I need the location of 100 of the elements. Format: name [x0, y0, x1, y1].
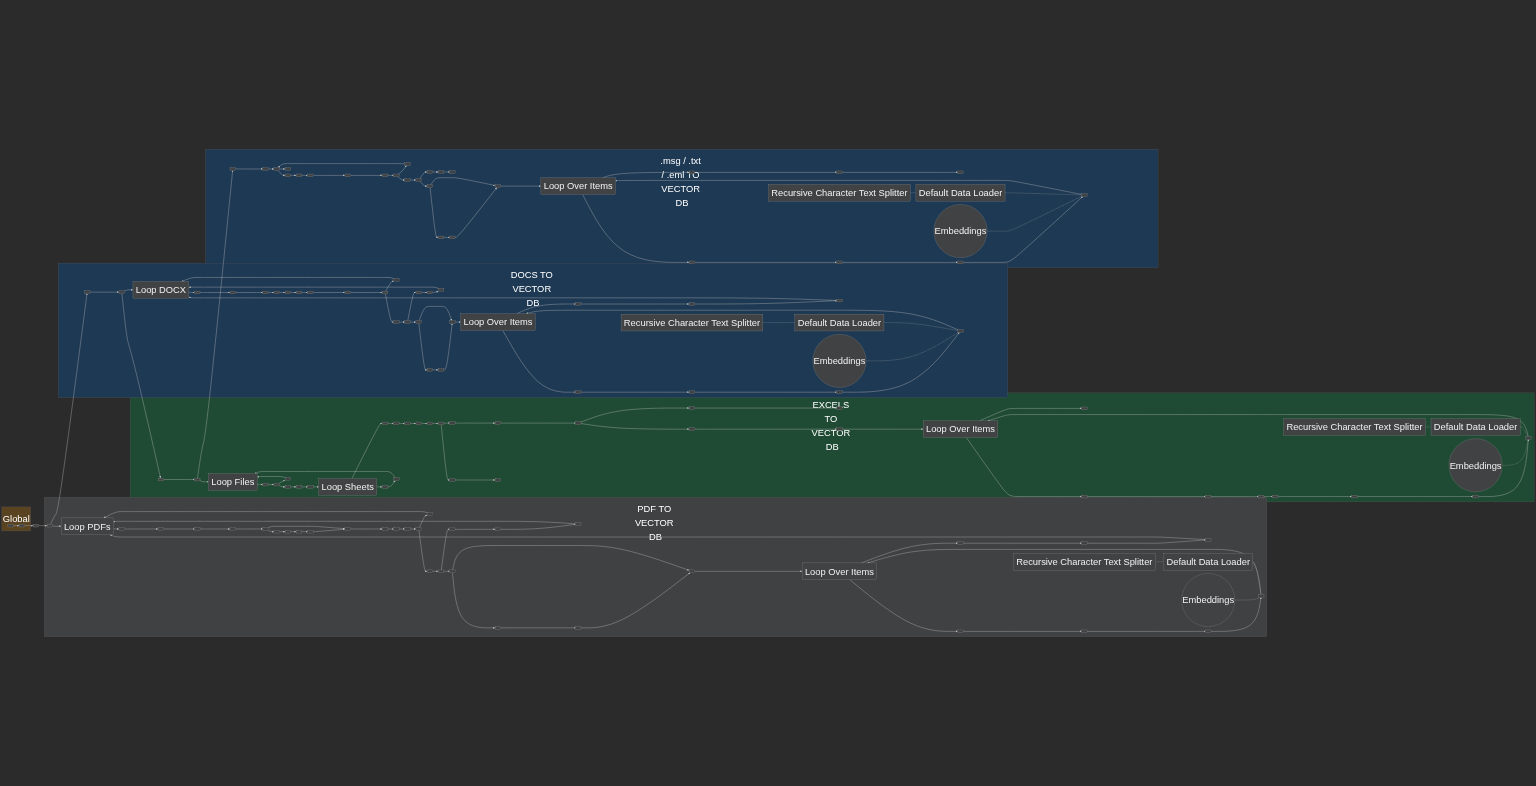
node-box: [382, 421, 389, 425]
cluster: Global: [1, 506, 31, 532]
connector: [986, 196, 1082, 232]
node-box: [438, 170, 445, 174]
node-box: [382, 290, 389, 294]
node-box: [1081, 629, 1088, 633]
node-box: [46, 524, 53, 528]
node-box: [495, 184, 501, 188]
node-box: [957, 541, 964, 545]
node-box: [1258, 495, 1265, 499]
node-box: [575, 522, 582, 526]
node-box: [84, 290, 91, 294]
node-box: [1205, 538, 1212, 542]
node-box: [689, 260, 695, 264]
node-box: Default Data Loader: [1430, 418, 1521, 436]
node-box: Loop Over Items: [923, 420, 998, 438]
node-box: [438, 421, 445, 425]
node-box: [836, 260, 843, 264]
node-box: [262, 483, 269, 487]
node-box: [836, 427, 843, 431]
node-box: [404, 421, 411, 425]
node-box: [1525, 436, 1532, 440]
node-box: Default Data Loader: [915, 184, 1006, 202]
node-box: [296, 173, 303, 177]
node-box: [1081, 541, 1088, 545]
node-box: [404, 162, 411, 166]
node-box: Recursive Character Text Splitter: [1283, 418, 1426, 436]
node-box: [449, 527, 456, 531]
node-box: [427, 170, 433, 174]
node-box: [1081, 495, 1088, 499]
node-circle: Embeddings: [1448, 438, 1503, 492]
node-box: [438, 569, 445, 573]
node-box: [393, 320, 400, 324]
node-box: [307, 173, 314, 177]
node-box: [1472, 495, 1479, 499]
node-box: [382, 527, 389, 531]
node-box: [689, 569, 695, 573]
node-box: [404, 178, 411, 182]
node-box: [285, 290, 291, 294]
node-box: [575, 421, 582, 425]
node-box: [438, 368, 445, 372]
node-box: Loop Over Items: [460, 313, 536, 331]
node-box: Loop Files: [208, 473, 258, 491]
node-box: [689, 390, 695, 394]
node-box: [194, 527, 201, 531]
node-box: [575, 390, 582, 394]
node-box: [229, 290, 236, 294]
node-box: [7, 524, 14, 528]
connector: [1502, 439, 1529, 466]
node-box: [229, 167, 236, 171]
node-box: [427, 421, 433, 425]
node-box: [449, 421, 456, 425]
node-box: [285, 173, 291, 177]
node-box: [344, 290, 351, 294]
node-box: [1351, 495, 1358, 499]
node-box: [1205, 495, 1212, 499]
node-box: [404, 320, 411, 324]
node-box: [285, 485, 291, 489]
node-box: [393, 477, 400, 481]
node-box: [296, 530, 303, 534]
node-box: [957, 260, 964, 264]
node-box: [427, 569, 433, 573]
node-circle: Embeddings: [933, 204, 988, 258]
node-box: [495, 626, 501, 630]
node-box: [194, 290, 201, 294]
node-box: [32, 524, 39, 528]
node-box: Loop DOCX: [132, 281, 189, 299]
node-box: [427, 512, 433, 516]
node-box: [575, 302, 582, 306]
connector: [1252, 561, 1262, 595]
node-box: [273, 167, 280, 171]
node-box: [689, 427, 695, 431]
node-box: [285, 530, 291, 534]
node-box: Loop Over Items: [802, 562, 877, 580]
node-box: Loop PDFs: [60, 517, 114, 535]
node-box: Recursive Character Text Splitter: [768, 184, 911, 202]
node-box: [415, 178, 422, 182]
node-box: [689, 406, 695, 410]
node-box: [307, 485, 314, 489]
node-box: [689, 170, 695, 174]
node-box: Recursive Character Text Splitter: [1013, 553, 1156, 571]
node-box: Loop Sheets: [318, 478, 377, 496]
node-box: [262, 290, 269, 294]
node-box: [836, 406, 843, 410]
node-box: [382, 485, 389, 489]
node-box: Default Data Loader: [1163, 553, 1253, 571]
node-box: [296, 485, 303, 489]
node-box: [296, 290, 303, 294]
node-box: [836, 299, 843, 303]
node-box: [438, 235, 445, 239]
node-box: [836, 170, 843, 174]
node-box: [285, 477, 291, 481]
node-box: Recursive Character Text Splitter: [620, 314, 763, 332]
node-box: [495, 527, 501, 531]
node-box: [285, 167, 291, 171]
connector: [865, 332, 959, 362]
node-box: [449, 320, 456, 324]
node-box: [1258, 594, 1265, 598]
node-box: [1205, 629, 1212, 633]
node-box: Default Data Loader: [794, 314, 885, 332]
